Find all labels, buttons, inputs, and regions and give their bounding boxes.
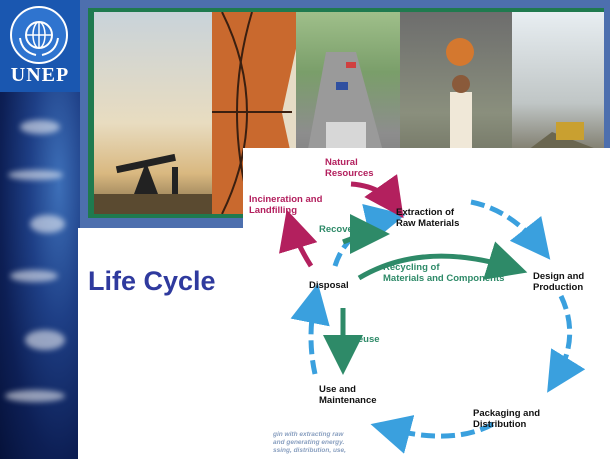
label-design: Design and — [533, 271, 584, 282]
label-reuse: Reuse — [351, 334, 380, 345]
label-disposal: Disposal — [309, 280, 349, 291]
arrow-packaging-to-use — [370, 415, 495, 454]
svg-text:Resources: Resources — [325, 168, 374, 179]
arrow-natural-resources — [350, 174, 404, 219]
slide-title: Life Cycle — [88, 266, 216, 296]
arrow-recycling — [357, 241, 528, 281]
unep-wordmark: UNEP — [10, 64, 70, 86]
arrow-extraction-to-design — [470, 199, 551, 260]
content-panel — [78, 228, 243, 459]
globe-laurel-icon — [10, 6, 68, 64]
svg-text:Distribution: Distribution — [473, 419, 526, 430]
unep-logo: UNEP — [0, 0, 80, 92]
life-cycle-diagram: Natural Resources Extraction of Raw Mate… — [243, 148, 610, 459]
svg-text:and generating energy.: and generating energy. — [273, 439, 344, 446]
arrow-use-to-disposal — [290, 283, 330, 375]
arrow-design-to-packaging — [547, 294, 586, 393]
svg-text:Production: Production — [533, 282, 583, 293]
caption-line: gin with extracting raw — [272, 431, 344, 438]
svg-text:Landfilling: Landfilling — [249, 205, 297, 216]
svg-text:Raw Materials: Raw Materials — [396, 218, 459, 229]
oil-pump-photo — [94, 12, 212, 214]
label-incineration: Incineration and — [249, 194, 323, 205]
svg-text:Materials and Components: Materials and Components — [383, 273, 504, 284]
label-recycling: Recycling of — [383, 262, 440, 273]
label-natural-resources: Natural — [325, 157, 358, 168]
arrow-recovery — [342, 214, 390, 255]
label-extraction: Extraction of — [396, 207, 455, 218]
arrow-incineration — [279, 209, 318, 268]
label-recovery: Recovery — [319, 224, 362, 235]
label-packaging: Packaging and — [473, 408, 540, 419]
label-use: Use and — [319, 384, 356, 395]
svg-text:ssing, distribution, use,: ssing, distribution, use, — [273, 447, 346, 454]
svg-text:Maintenance: Maintenance — [319, 395, 377, 406]
